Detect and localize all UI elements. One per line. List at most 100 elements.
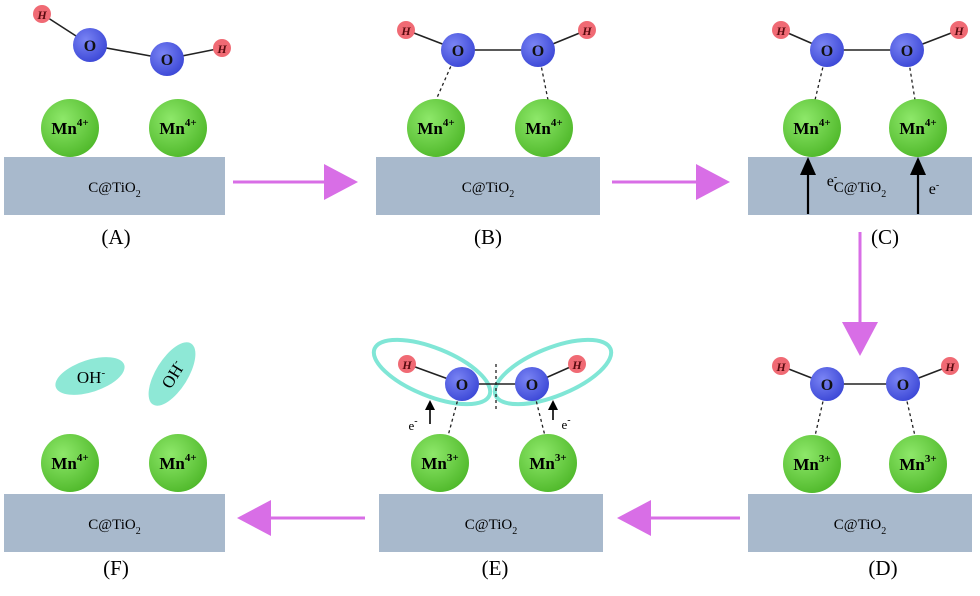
substrate-label: C@TiO2 — [88, 517, 140, 537]
oxygen-atom — [73, 28, 107, 62]
mn-atom — [519, 434, 577, 492]
electron-label: e- — [408, 416, 417, 433]
substrate-label: C@TiO2 — [88, 180, 140, 200]
electron-label: e- — [929, 180, 939, 198]
hydroxide-ion-rotated: OH- — [148, 342, 196, 406]
hydrogen-atom-label: H — [400, 24, 411, 38]
mn-atom — [889, 99, 947, 157]
panel-label: (F) — [103, 556, 129, 580]
hydrogen-atom — [568, 355, 586, 373]
oxygen-atom-label: O — [897, 377, 909, 394]
oxygen-atom — [445, 367, 479, 401]
mn-atom-label: Mn3+ — [421, 452, 458, 473]
electron-transfer-arrowhead — [548, 400, 558, 410]
mn-atom-label: Mn4+ — [159, 452, 196, 473]
mn-atom-label: Mn3+ — [529, 452, 566, 473]
mn-atom-label: Mn4+ — [417, 117, 454, 138]
substrate — [379, 494, 603, 552]
oh-fragment-outline — [371, 337, 493, 407]
mn-atom-label: Mn4+ — [525, 117, 562, 138]
electron-label: e- — [561, 415, 570, 432]
hydrogen-atom — [950, 21, 968, 39]
hydrogen-atom — [941, 357, 959, 375]
oxygen-atom — [150, 42, 184, 76]
hydrogen-atom-label: H — [775, 360, 786, 374]
panel-label: (D) — [868, 556, 897, 580]
oxygen-atom-label: O — [161, 52, 173, 69]
hydroxide-ion — [148, 342, 196, 406]
panel-label: (E) — [482, 556, 509, 580]
oxygen-atom — [810, 367, 844, 401]
hydrogen-atom — [213, 39, 231, 57]
oxygen-atom-label: O — [526, 377, 538, 394]
panel-label: (C) — [871, 225, 899, 249]
oxygen-atom — [886, 367, 920, 401]
oxygen-atom — [890, 33, 924, 67]
mn-atom-label: Mn4+ — [51, 117, 88, 138]
oxygen-atom-label: O — [452, 43, 464, 60]
mn-atom-label: Mn4+ — [159, 117, 196, 138]
oxygen-atom — [810, 33, 844, 67]
mn-atom — [889, 435, 947, 493]
oxygen-atom-label: O — [901, 43, 913, 60]
mn-atom — [783, 99, 841, 157]
hydrogen-atom-label: H — [944, 360, 955, 374]
oxygen-atom-label: O — [532, 43, 544, 60]
electron-transfer-arrowhead — [910, 157, 926, 175]
hydrogen-atom-label: H — [953, 24, 964, 38]
panel-label: (B) — [474, 225, 502, 249]
substrate-label: C@TiO2 — [465, 517, 517, 537]
hydroxide-label: OH- — [77, 367, 106, 387]
substrate — [748, 157, 972, 215]
hydrogen-atom-label: H — [581, 24, 592, 38]
mn-atom — [149, 99, 207, 157]
hydrogen-atom — [772, 357, 790, 375]
mn-atom — [515, 99, 573, 157]
flow-arrow-d-to-e-head — [617, 500, 651, 536]
oxygen-atom-label: O — [821, 377, 833, 394]
substrate-label: C@TiO2 — [462, 180, 514, 200]
hydrogen-atom-label: H — [216, 42, 227, 56]
mn-atom-label: Mn4+ — [899, 117, 936, 138]
hydrogen-atom-label: H — [775, 24, 786, 38]
substrate-label: C@TiO2 — [834, 517, 886, 537]
oxygen-atom — [441, 33, 475, 67]
mn-atom-label: Mn3+ — [793, 453, 830, 474]
flow-arrow-c-to-d-head — [842, 322, 878, 356]
oxygen-atom — [521, 33, 555, 67]
mn-atom-label: Mn4+ — [793, 117, 830, 138]
mn-atom-label: Mn3+ — [899, 453, 936, 474]
substrate — [748, 494, 972, 552]
hydrogen-atom — [398, 355, 416, 373]
hydrogen-atom-label: H — [401, 358, 412, 372]
oxygen-atom-label: O — [456, 377, 468, 394]
flow-arrow-a-to-b-head — [324, 164, 358, 200]
electron-label: e- — [827, 172, 837, 190]
mn-atom — [407, 99, 465, 157]
hydrogen-atom — [397, 21, 415, 39]
flow-arrow-e-to-f-head — [237, 500, 271, 536]
oxygen-atom — [515, 367, 549, 401]
hydrogen-atom-label: H — [571, 358, 582, 372]
electron-transfer-arrowhead — [425, 400, 435, 410]
flow-arrow-b-to-c-head — [696, 164, 730, 200]
substrate — [376, 157, 600, 215]
hydrogen-atom-label: H — [36, 8, 47, 22]
electron-transfer-arrowhead — [800, 157, 816, 175]
hydrogen-atom — [33, 5, 51, 23]
mn-atom — [41, 434, 99, 492]
hydrogen-atom — [772, 21, 790, 39]
mn-atom — [149, 434, 207, 492]
oxygen-atom-label: O — [84, 38, 96, 55]
mn-atom — [783, 435, 841, 493]
substrate — [4, 494, 225, 552]
oxygen-atom-label: O — [821, 43, 833, 60]
substrate — [4, 157, 225, 215]
panel-label: (A) — [101, 225, 130, 249]
hydrogen-atom — [578, 21, 596, 39]
mn-atom-label: Mn4+ — [51, 452, 88, 473]
mn-atom — [41, 99, 99, 157]
substrate-label: C@TiO2 — [834, 180, 886, 200]
mn-atom — [411, 434, 469, 492]
